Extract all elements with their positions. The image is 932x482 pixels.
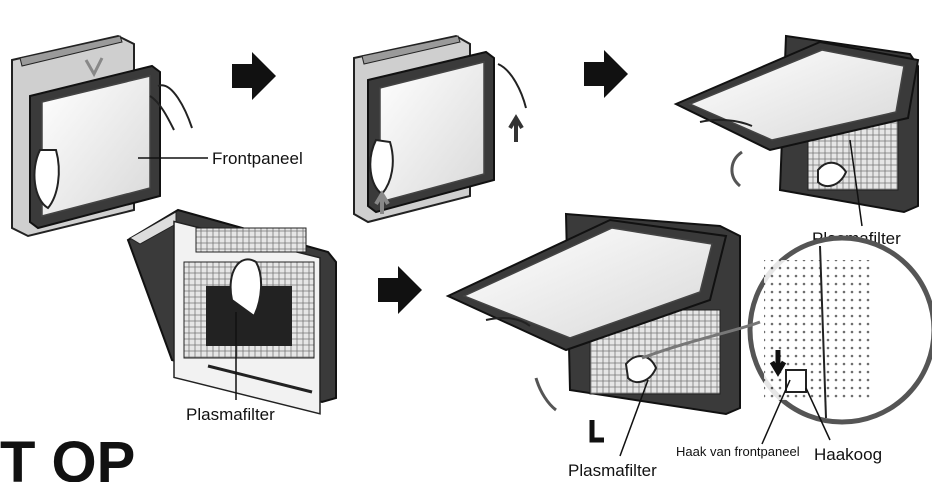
step3-unit-illustration xyxy=(673,34,920,214)
step4-unit-illustration xyxy=(126,208,337,415)
step1-unit-illustration xyxy=(11,34,193,238)
plasmafilter-label-bottom-right: Plasmafilter xyxy=(568,461,657,480)
haakoog-label: Haakoog xyxy=(814,445,882,464)
step-arrow-2 xyxy=(584,50,628,98)
step2-unit-illustration xyxy=(353,34,527,224)
step-arrow-3 xyxy=(378,266,422,314)
frontpaneel-label: Frontpaneel xyxy=(212,149,303,168)
plasmafilter-leader-bottom-right xyxy=(619,379,649,457)
section-heading-fragment: T OP xyxy=(0,430,135,482)
haakoog-leader-line xyxy=(805,387,831,441)
plasmafilter-label-bottom-left: Plasmafilter xyxy=(186,405,275,424)
haak-leader-line xyxy=(761,379,791,445)
step-arrow-1 xyxy=(232,52,276,100)
haak-van-frontpaneel-label: Haak van frontpaneel xyxy=(676,444,800,459)
plasmafilter-leader-top-right xyxy=(849,139,863,227)
hook-detail-callout xyxy=(641,235,932,425)
step5-unit-illustration xyxy=(445,212,741,443)
